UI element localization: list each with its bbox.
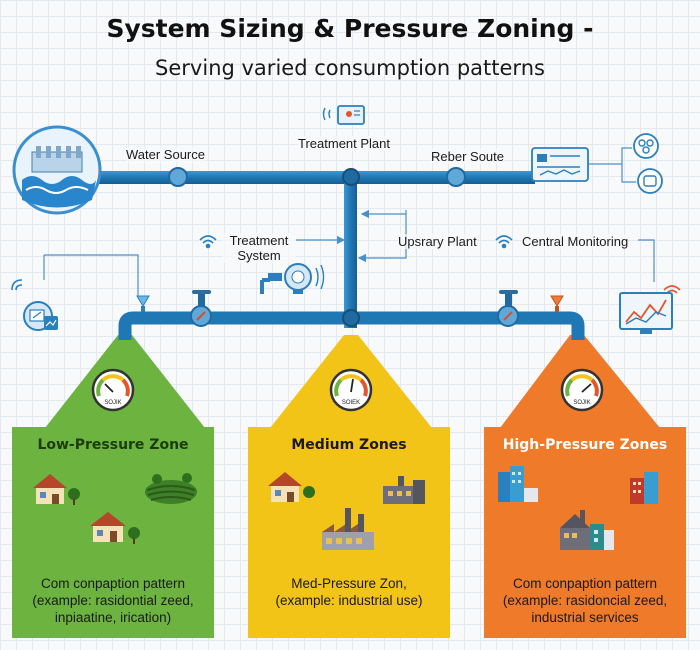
water-meter-icon (260, 263, 325, 294)
pressure-gauge-low: SOJIK (91, 368, 135, 412)
label-treatment-plant: Treatment Plant (298, 136, 391, 151)
zone-desc-low-line1: Com conpaption pattern (40, 576, 186, 591)
zone-desc-high-line3: industrial services (531, 610, 639, 625)
wifi-icon-right (663, 285, 681, 294)
zone-desc-low-line2: (example: rasidontial zeed, (32, 593, 194, 608)
connector-right-icons (588, 147, 636, 183)
zone-desc-medium-line2: (example: industrial use) (275, 593, 423, 608)
zone-low: Low-Pressure Zone Com conpaption pattern… (12, 427, 214, 638)
zone-title-medium: Medium Zones (291, 437, 407, 453)
wifi-icon-treatment-system (199, 235, 217, 249)
junction-node-water (168, 167, 188, 187)
zone-desc-low: Com conpaption pattern (example: rasidon… (12, 575, 214, 626)
farm-field-icon (145, 473, 197, 504)
factory-icon (383, 476, 425, 504)
dashboard-icon (531, 147, 589, 182)
city-buildings-icon (498, 466, 538, 502)
house-icon-2 (90, 512, 140, 544)
wifi-icon-upsrary (495, 235, 513, 249)
zone-desc-high-line1: Com conpaption pattern (512, 576, 658, 591)
connector-left-monitor (44, 254, 139, 296)
pressure-gauge-medium: SOIEK (329, 368, 373, 412)
flow-marker-right (550, 295, 564, 312)
monitoring-device-icon (23, 301, 58, 331)
office-building-icon (630, 472, 658, 504)
control-panel-icon (322, 105, 365, 125)
main-pipe-top (90, 171, 535, 184)
wifi-icon-left (11, 279, 23, 291)
zone-desc-high: Com conpaption pattern (example: rasidon… (484, 575, 686, 626)
page-subtitle: Serving varied consumption patterns (155, 56, 545, 80)
label-water-source: Water Source (126, 147, 205, 162)
main-pipe-vertical (344, 176, 357, 328)
label-reber-soute: Reber Soute (431, 149, 504, 164)
chart-monitor-icon (619, 292, 673, 334)
junction-node-treatment (342, 168, 360, 186)
connector-upsrary-plant (357, 210, 407, 263)
connector-central-monitoring (638, 239, 655, 282)
valve-left[interactable] (190, 290, 212, 327)
zone-desc-medium-line1: Med-Pressure Zon, (291, 576, 407, 591)
house-icon (33, 474, 80, 505)
zone-desc-low-line3: inpiaatine, irication) (54, 610, 172, 625)
label-treatment-system: Treatment System (222, 233, 296, 263)
zone-high: High-Pressure Zones Com conpaption patte… (484, 427, 686, 638)
dam-icon (12, 125, 102, 215)
zone-title-high: High-Pressure Zones (502, 437, 668, 453)
tank-icon (637, 168, 663, 194)
house-icon-medium (268, 472, 315, 502)
zone-title-low: Low-Pressure Zone (37, 437, 189, 453)
junction-node-reber (446, 167, 466, 187)
zone-desc-medium: Med-Pressure Zon, (example: industrial u… (248, 575, 450, 609)
label-treatment-system-line2: System (237, 248, 281, 263)
industrial-plant-icon (322, 508, 374, 550)
flow-marker-left (136, 295, 150, 312)
biohazard-icon (633, 133, 659, 159)
page-title: System Sizing & Pressure Zoning - (106, 14, 594, 43)
label-central-monitoring: Central Monitoring (522, 234, 629, 249)
gauge-label-high: SOJIK (573, 400, 590, 406)
gauge-label-low: SOJIK (104, 400, 121, 406)
zone-medium: Medium Zones Med-Pressure Zon, (example:… (248, 427, 450, 638)
label-upsrary-plant: Upsrary Plant (398, 234, 477, 249)
junction-node-center (342, 309, 360, 327)
label-treatment-system-line1: Treatment (229, 233, 289, 248)
pressure-gauge-high: SOJIK (560, 368, 604, 412)
industrial-complex-icon (560, 510, 614, 550)
valve-right[interactable] (497, 290, 519, 327)
gauge-label-medium: SOIEK (342, 400, 360, 406)
zone-desc-high-line2: (example: rasidoncial zeed, (502, 593, 668, 608)
